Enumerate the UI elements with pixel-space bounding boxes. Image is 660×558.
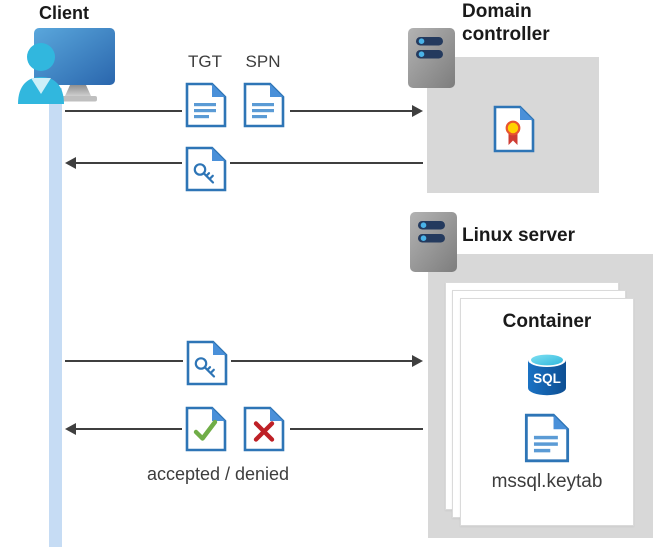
domain-controller-server-icon (408, 28, 455, 88)
client-monitor-user-icon (14, 26, 116, 104)
arrowhead-right-icon (412, 355, 423, 367)
arrow-shaft (76, 162, 423, 164)
tgt-label: TGT (188, 52, 222, 71)
linux-server-icon (410, 212, 457, 272)
keytab-document-icon (524, 413, 570, 463)
keytab-filename-label: mssql.keytab (491, 471, 603, 492)
client-label: Client (38, 3, 89, 23)
kerberos-ticket-key-document-icon (182, 143, 230, 195)
client-lifeline (49, 88, 62, 547)
container-card: Container SQL mssql.keytab (460, 298, 634, 526)
container-label: Container (502, 311, 592, 332)
arrow-domain-controller-to-client (65, 157, 423, 169)
arrowhead-left-icon (65, 423, 76, 435)
accepted-document-icon (182, 403, 230, 455)
tgt-document-icon (182, 79, 230, 131)
arrow-shaft (65, 360, 412, 362)
denied-document-icon (240, 403, 288, 455)
linux-server-label: Linux server (462, 225, 575, 246)
arrowhead-left-icon (65, 157, 76, 169)
kerberos-ticket-key-document-icon (183, 337, 231, 389)
spn-document-icon (240, 79, 288, 131)
domain-controller-label: Domain controller (462, 1, 550, 45)
arrowhead-right-icon (412, 105, 423, 117)
sql-badge-text: SQL (533, 371, 561, 386)
certificate-document-icon (493, 105, 535, 153)
arrow-client-to-sql-container (65, 355, 423, 367)
accepted-denied-label: accepted / denied (146, 464, 290, 484)
spn-label: SPN (245, 52, 281, 71)
sql-database-icon: SQL (524, 351, 570, 397)
